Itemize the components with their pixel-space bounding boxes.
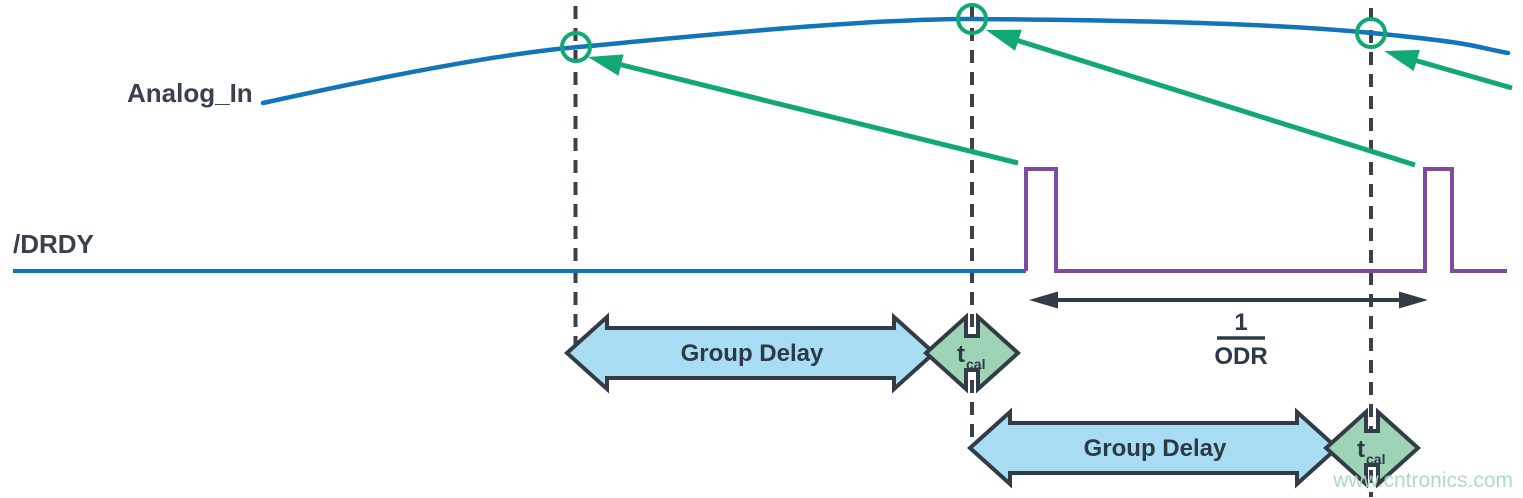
- sample-marker-2: [956, 3, 988, 35]
- sample-marker-3: [1355, 17, 1387, 49]
- analog-in-curve: [260, 16, 1511, 106]
- drdy-pulse-trace: [1024, 167, 1507, 273]
- drdy-label: /DRDY: [13, 229, 94, 259]
- tcal-label-2: t cal: [1357, 436, 1385, 467]
- tcal-subscript-2: cal: [1366, 451, 1385, 467]
- odr-fraction: 1 ODR: [1214, 309, 1267, 370]
- group-delay-label-1: Group Delay: [681, 340, 824, 367]
- tcal-label-1: t cal: [957, 341, 985, 372]
- tcal-subscript-1: cal: [966, 356, 985, 372]
- sample-arrow-3: [1384, 49, 1513, 91]
- tcal-arrow-1: [923, 312, 1021, 394]
- tcal-symbol-2: t: [1357, 436, 1365, 463]
- sample-arrow-2: [986, 29, 1416, 168]
- watermark: www.cntronics.com: [1332, 469, 1513, 492]
- analog-in-label: Analog_In: [127, 78, 253, 108]
- odr-numerator: 1: [1234, 309, 1247, 336]
- sample-marker-1: [560, 31, 592, 63]
- odr-span-arrow: [1029, 291, 1428, 309]
- tcal-arrow-2: [1323, 407, 1421, 489]
- group-delay-label-2: Group Delay: [1084, 435, 1227, 462]
- tcal-symbol-1: t: [957, 341, 965, 368]
- odr-denominator: ODR: [1214, 343, 1267, 370]
- sample-arrow-1: [588, 54, 1019, 166]
